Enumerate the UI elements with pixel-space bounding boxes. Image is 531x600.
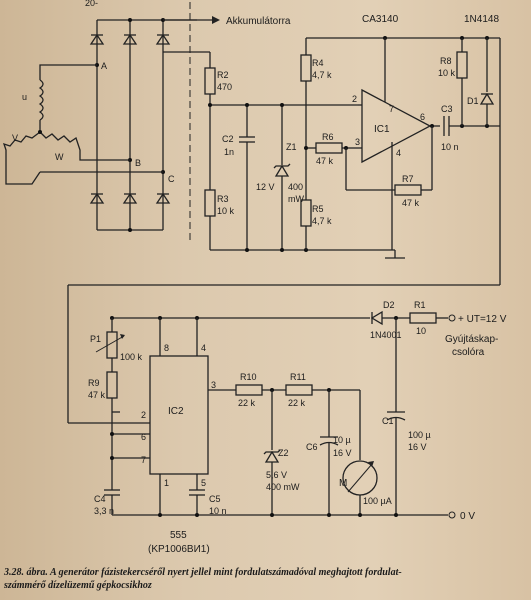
node-b-label: B: [135, 158, 141, 168]
corner-text: 20-: [85, 0, 98, 8]
r10-label: R10: [240, 372, 257, 382]
meter-label: M: [339, 478, 347, 489]
c2-value: 1n: [224, 147, 234, 157]
ic2-pin1: 1: [164, 478, 169, 488]
ic1-pin2: 2: [352, 94, 357, 104]
r8-value: 10 k: [438, 68, 456, 78]
ic1-pin6: 6: [420, 112, 425, 122]
ic2-pin3: 3: [211, 380, 216, 390]
r11-label: R11: [290, 372, 306, 382]
ic1-label: IC1: [374, 124, 390, 135]
z1-label: Z1: [286, 142, 297, 152]
c1-value: 100 µ: [408, 430, 431, 440]
phase-v-label: V: [12, 133, 18, 143]
generator-winding: [2, 64, 163, 185]
d2-type: 1N4001: [370, 330, 402, 340]
z1-value-unit: mW: [288, 194, 304, 204]
input-network: [163, 51, 405, 259]
z2-value: 5,6 V: [266, 470, 287, 480]
zero-volt-label: 0 V: [460, 511, 475, 522]
d2-label: D2: [383, 300, 395, 310]
r8-label: R8: [440, 56, 452, 66]
caption-line-1: 3.28. ábra. A generátor fázistekercséről…: [4, 567, 402, 578]
accu-label: Akkumulátorra: [226, 16, 291, 27]
supply-section: [110, 310, 456, 515]
r9-label: R9: [88, 378, 100, 388]
d1-label: D1: [467, 96, 479, 106]
node-a-label: A: [101, 61, 107, 71]
r5-value: 4,7 k: [312, 216, 332, 226]
r7-value: 47 k: [402, 198, 420, 208]
c5-value: 10 n: [209, 506, 227, 516]
r3-label: R3: [217, 194, 229, 204]
r4-label: R4: [312, 58, 324, 68]
ic2-pin7: 7: [141, 455, 146, 465]
ic1-type-label: CA3140: [362, 14, 399, 25]
ic1-opamp: [67, 36, 501, 424]
c4-label: C4: [94, 494, 106, 504]
r10-value: 22 k: [238, 398, 256, 408]
ic1-pin7: 7: [389, 104, 394, 114]
r1-value: 10: [416, 326, 426, 336]
z2-label: Z2: [278, 448, 289, 458]
ic2-pin2: 2: [141, 410, 146, 420]
c4-value: 3,3 n: [94, 506, 114, 516]
phase-w-label: W: [55, 152, 64, 162]
ut-label: + UT=12 V: [458, 314, 507, 325]
ic2-alt-label: (KP1006BИ1): [148, 544, 210, 555]
ic2-timer: [95, 318, 209, 515]
d1-type-label: 1N4148: [464, 14, 499, 25]
meter-section: [112, 384, 456, 519]
meter-value: 100 µA: [363, 496, 392, 506]
phase-u-label: u: [22, 92, 27, 102]
z1-value: 400: [288, 182, 303, 192]
p1-label: P1: [90, 334, 101, 344]
c6-label: C6: [306, 442, 318, 452]
battery-arrow: [163, 16, 220, 24]
rectifier-bridge: [89, 18, 197, 232]
ic2-label: IC2: [168, 406, 184, 417]
r2-label: R2: [217, 70, 229, 80]
ic2-type-label: 555: [170, 530, 187, 541]
r6-label: R6: [322, 132, 334, 142]
c6-value: 10 µ: [333, 435, 351, 445]
caption-line-2: számmérő dízelüzemű gépkocsikhoz: [4, 580, 152, 591]
c1-label: C1: [382, 416, 394, 426]
r5-label: R5: [312, 204, 324, 214]
r11-value: 22 k: [288, 398, 306, 408]
gyujtas-label-1: Gyújtáskap-: [445, 334, 498, 345]
c2-label: C2: [222, 134, 234, 144]
c1-value-unit: 16 V: [408, 442, 427, 452]
z2-value-unit: 400 mW: [266, 482, 300, 492]
gyujtas-label-2: csolóra: [452, 347, 485, 358]
c6-value-unit: 16 V: [333, 448, 352, 458]
c5-label: C5: [209, 494, 221, 504]
z1-voltage: 12 V: [256, 182, 275, 192]
figure-caption: 3.28. ábra. A generátor fázistekercséről…: [4, 566, 529, 592]
ic1-pin3: 3: [355, 137, 360, 147]
ic2-pin8: 8: [164, 343, 169, 353]
c3-value: 10 n: [441, 142, 459, 152]
r9-value: 47 k: [88, 390, 106, 400]
r1-label: R1: [414, 300, 426, 310]
node-c-label: C: [168, 174, 175, 184]
r6-value: 47 k: [316, 156, 334, 166]
ic2-pin5: 5: [201, 478, 206, 488]
c3-label: C3: [441, 104, 453, 114]
ic1-pin4: 4: [396, 148, 401, 158]
r3-value: 10 k: [217, 206, 235, 216]
p1-value: 100 k: [120, 352, 143, 362]
ic2-pin4: 4: [201, 343, 206, 353]
r2-value: 470: [217, 82, 232, 92]
r7-label: R7: [402, 174, 414, 184]
ic2-pin6: 6: [141, 432, 146, 442]
r4-value: 4,7 k: [312, 70, 332, 80]
